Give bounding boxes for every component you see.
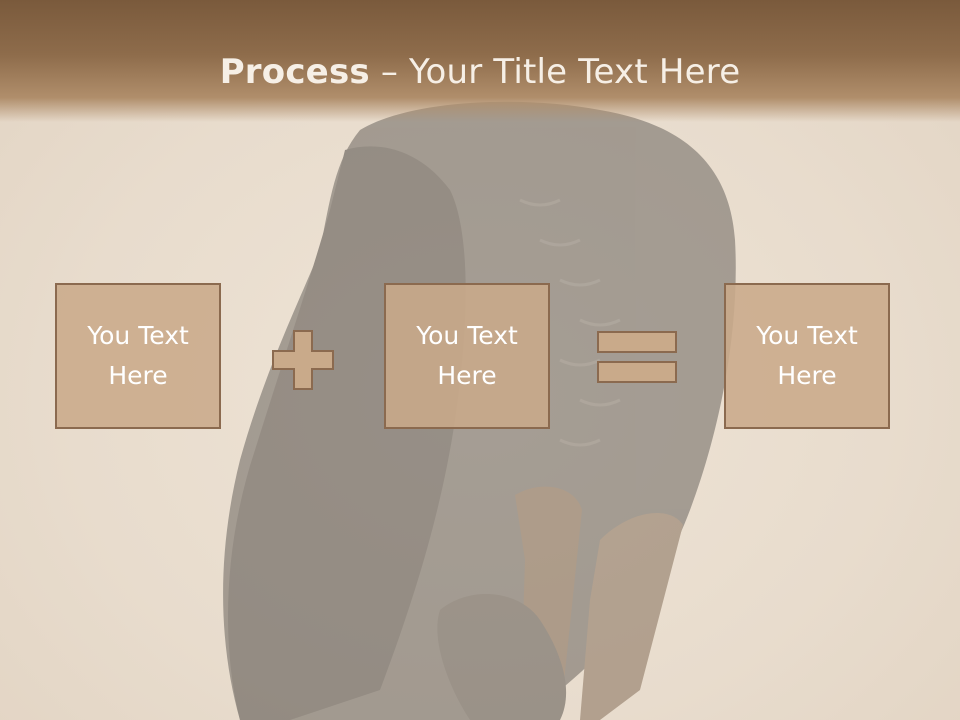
slide-title: Process – Your Title Text Here [0,52,960,92]
process-box-3-text: You Text Here [756,321,858,390]
title-bold: Process [219,52,370,92]
plus-icon [272,330,334,390]
process-box-3[interactable]: You Text Here [724,283,890,429]
title-rest: – Your Title Text Here [369,52,741,92]
title-bar: Process – Your Title Text Here [0,0,960,122]
process-box-2-text: You Text Here [416,321,518,390]
equals-icon [597,331,677,383]
process-box-1-text: You Text Here [87,321,189,390]
process-box-2[interactable]: You Text Here [384,283,550,429]
process-box-1[interactable]: You Text Here [55,283,221,429]
